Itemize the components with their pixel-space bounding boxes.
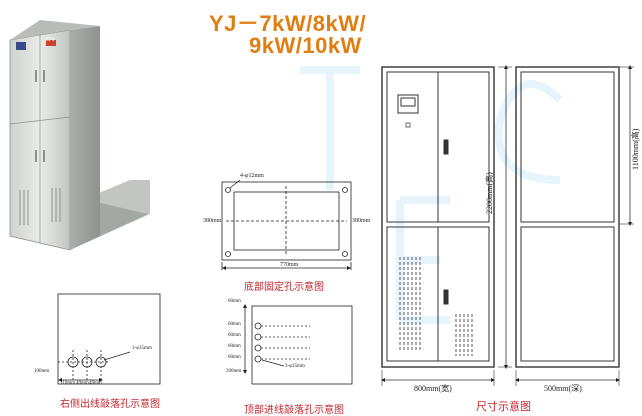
cabinet-photo [9,20,150,251]
display-panel [397,94,419,114]
side-depth: 500mm(深) [544,384,582,393]
base-hole [342,251,348,257]
side-knockout-diagram [57,293,161,385]
side-hole-spec: 3-φ35mm [132,346,152,351]
side-view [515,65,634,386]
base-width: 770mm [280,262,299,268]
side-diagram-caption: 右侧出线敲落孔示意图 [60,399,160,410]
top-knockout-diagram [243,304,353,385]
title-line-1: YJ－7kW/8kW/ [209,11,367,36]
base-height-right: 380mm [352,218,371,224]
side-height: 1100mm(高) [631,128,640,170]
top-knockout-hole [254,333,262,341]
front-view [381,65,512,386]
side-spacing-2: 40mm [76,381,89,386]
base-hole [225,251,231,257]
base-diagram-caption: 底部固定孔示意图 [244,282,324,293]
front-width: 800mm(宽) [414,384,452,393]
side-bottom-offset: 100mm [34,369,50,374]
title-line-2: 9kW/10kW [249,33,362,58]
panel-logo: EPS [46,38,55,43]
base-height-left: 380mm [203,218,222,224]
top-hole-spec: 3-φ35mm [285,364,305,369]
front-height: 2200mm(高) [485,172,494,214]
top-knockout-hole [254,355,262,363]
top-offset: 60mm [228,299,241,304]
base-hole [225,187,231,193]
dimension-caption: 尺寸示意图 [476,400,531,413]
top-side-offset: 390mm [226,369,242,374]
top-spacing-2: 60mm [228,333,241,338]
top-spacing-4: 60mm [228,355,241,360]
base-diagram [221,179,352,270]
top-spacing-1: 60mm [228,322,241,327]
base-hole [342,187,348,193]
top-knockout-hole [254,322,262,330]
top-diagram-caption: 顶部进线敲落孔示意图 [244,405,344,416]
side-spacing-3: 40mm [89,381,102,386]
base-hole-spec: 4-φ12mm [240,173,264,179]
vent-louvers [399,257,473,356]
side-spacing-1: 110mm [60,381,76,386]
top-knockout-hole [254,344,262,352]
top-spacing-3: 60mm [228,344,241,349]
